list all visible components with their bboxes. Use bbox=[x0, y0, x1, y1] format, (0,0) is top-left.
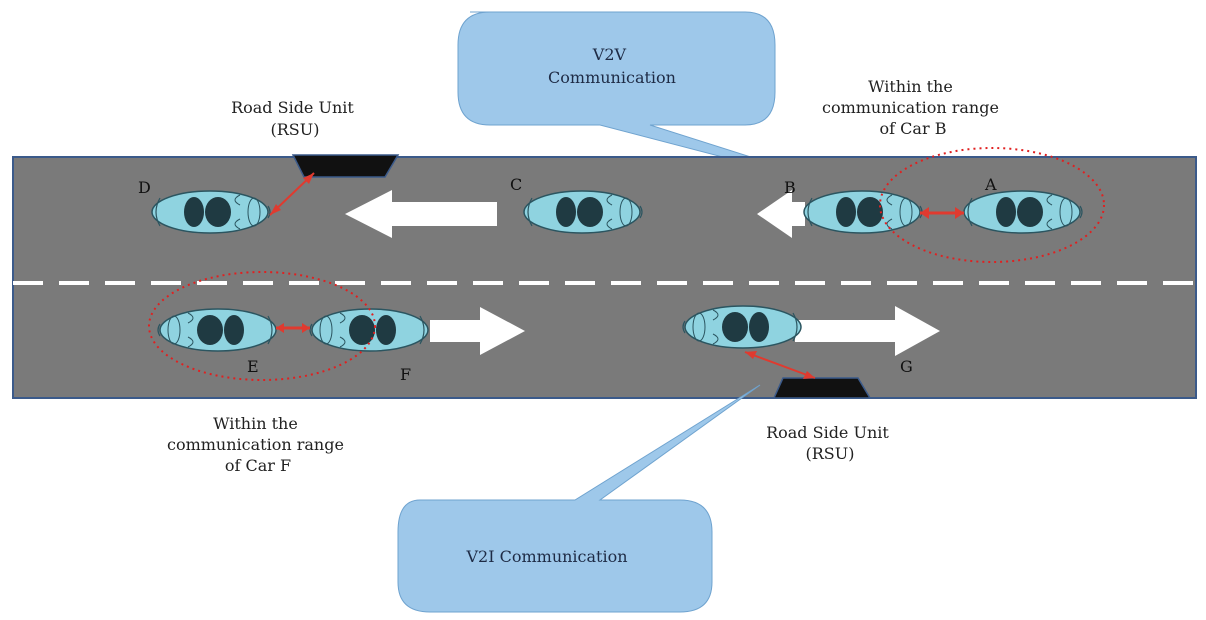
car-d-label: D bbox=[138, 178, 151, 197]
right-arrow-icon bbox=[795, 306, 940, 356]
left-arrow-icon bbox=[757, 190, 805, 238]
car-d bbox=[151, 190, 271, 234]
link-car-e-f bbox=[276, 323, 310, 333]
car-c bbox=[523, 190, 643, 234]
car-b bbox=[803, 190, 923, 234]
car-e-label: E bbox=[247, 357, 259, 376]
left-arrow-icon bbox=[345, 190, 497, 238]
rsu-top-label: Road Side Unit (RSU) bbox=[231, 98, 359, 139]
v2v-label: V2V Communication bbox=[548, 45, 676, 87]
car-c-label: C bbox=[510, 175, 522, 194]
rsu-bottom-label: Road Side Unit (RSU) bbox=[766, 423, 894, 463]
car-f-label: F bbox=[400, 365, 411, 384]
range-note-car-f: Within the communication range of Car F bbox=[167, 414, 349, 475]
car-e bbox=[157, 308, 277, 352]
v2i-speech-bubble: V2I Communication bbox=[397, 384, 761, 613]
right-arrow-icon bbox=[430, 307, 525, 355]
range-circle-car-b bbox=[879, 147, 1105, 263]
link-car-g-rsu bbox=[744, 351, 816, 379]
link-car-b-a bbox=[920, 207, 964, 219]
rsu-device-top bbox=[291, 154, 400, 178]
v2v-speech-bubble: V2V Communication bbox=[457, 11, 881, 199]
v2i-label: V2I Communication bbox=[465, 547, 627, 566]
car-g bbox=[682, 305, 802, 349]
car-b-label: B bbox=[784, 178, 796, 197]
range-note-car-b: Within the communication range of Car B bbox=[822, 77, 1004, 138]
range-circle-car-f bbox=[148, 271, 376, 381]
link-car-d-rsu bbox=[269, 172, 315, 216]
car-g-label: G bbox=[900, 357, 913, 376]
car-a bbox=[963, 190, 1083, 234]
car-a-label: A bbox=[984, 175, 997, 194]
rsu-device-bottom bbox=[772, 377, 872, 399]
